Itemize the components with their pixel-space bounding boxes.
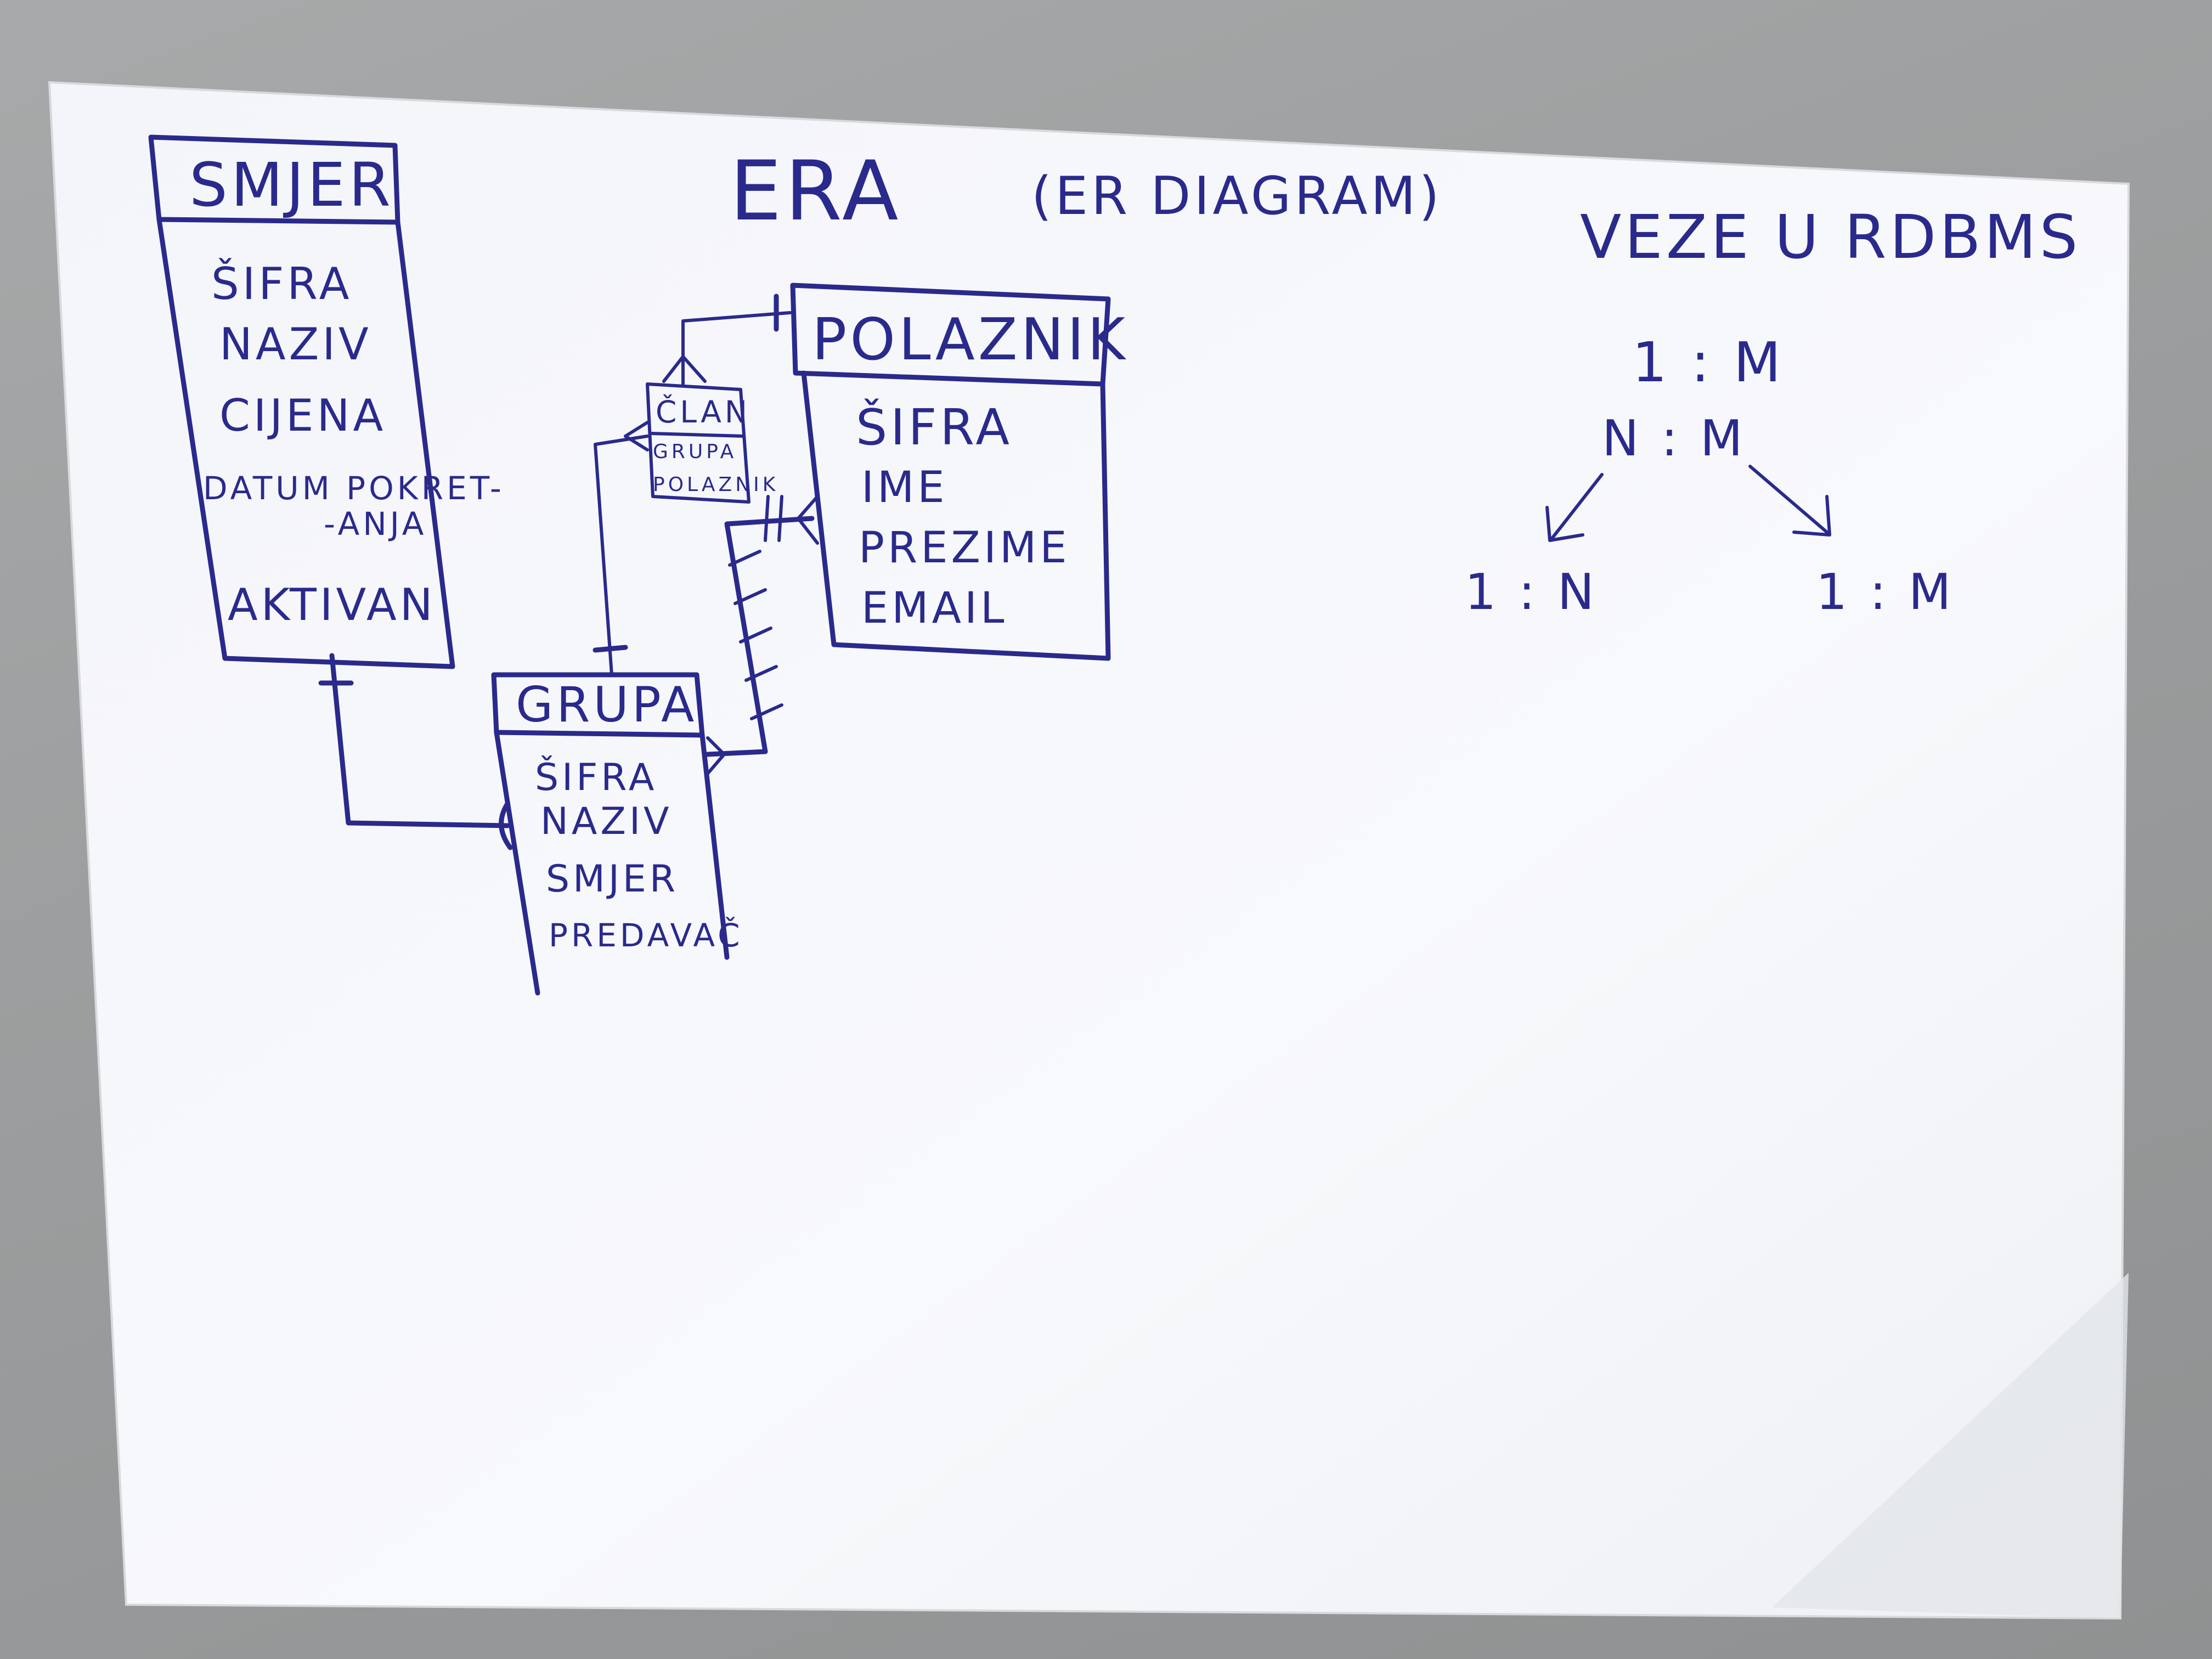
grupa-attr-naziv: NAZIV (540, 800, 673, 843)
polaznik-attr-ime: IME (861, 463, 948, 512)
smjer-attr-aktivan: AKTIVAN (228, 579, 436, 630)
entity-polaznik-name: POLAZNIK (812, 306, 1128, 373)
clan-attr-polaznik: POLAZNIK (653, 473, 778, 496)
smjer-attr-datum: DATUM POKRET- (203, 470, 505, 507)
relation-smjer-grupa (318, 653, 513, 850)
grupa-attr-predavac: PREDAVAČ (549, 916, 743, 954)
relation-clan-polaznik (662, 294, 792, 386)
arrow-left-icon (1545, 473, 1604, 542)
smjer-attr-sifra: ŠIFRA (211, 258, 352, 309)
relations-panel-title: VEZE U RDBMS (1580, 202, 2081, 272)
smjer-attr-cijena: CIJENA (219, 390, 386, 441)
entity-clan-name: ČLAN (656, 394, 751, 430)
arrow-right-icon (1748, 465, 1831, 537)
relation-type-top: 1 : M (1632, 330, 1784, 394)
entity-smjer-name: SMJER (189, 150, 394, 220)
relations-panel: VEZE U RDBMS 1 : M N : M 1 : N 1 : M (1465, 202, 2081, 621)
clan-attr-grupa: GRUPA (653, 441, 737, 463)
relation-type-middle: N : M (1602, 410, 1746, 467)
grupa-attr-sifra: ŠIFRA (535, 755, 657, 799)
smjer-attr-datum-cont: -ANJA (324, 505, 427, 543)
diagram-subtitle: (ER DIAGRAM) (1031, 166, 1443, 227)
relation-type-left: 1 : N (1465, 563, 1598, 621)
polaznik-attr-prezime: PREZIME (859, 523, 1070, 573)
relation-type-right: 1 : M (1816, 563, 1954, 621)
grupa-attr-smjer: SMJER (546, 857, 679, 901)
entity-grupa: GRUPA ŠIFRA NAZIV SMJER PREDAVAČ (491, 672, 743, 996)
smjer-attr-naziv: NAZIV (219, 319, 372, 370)
polaznik-attr-sifra: ŠIFRA (856, 398, 1013, 456)
paper-fold-shadow (1772, 1273, 2129, 1618)
relation-grupa-clan (592, 421, 649, 676)
entity-clan: ČLAN GRUPA POLAZNIK (646, 382, 778, 504)
diagram-title: ERA (730, 144, 902, 239)
polaznik-attr-email: EMAIL (861, 584, 1007, 633)
relation-grupa-polaznik (705, 495, 819, 775)
entity-smjer: SMJER ŠIFRA NAZIV CIJENA DATUM POKRET- -… (148, 134, 505, 669)
entity-grupa-name: GRUPA (516, 676, 697, 733)
entity-polaznik: POLAZNIK ŠIFRA IME PREZIME EMAIL (790, 283, 1128, 661)
